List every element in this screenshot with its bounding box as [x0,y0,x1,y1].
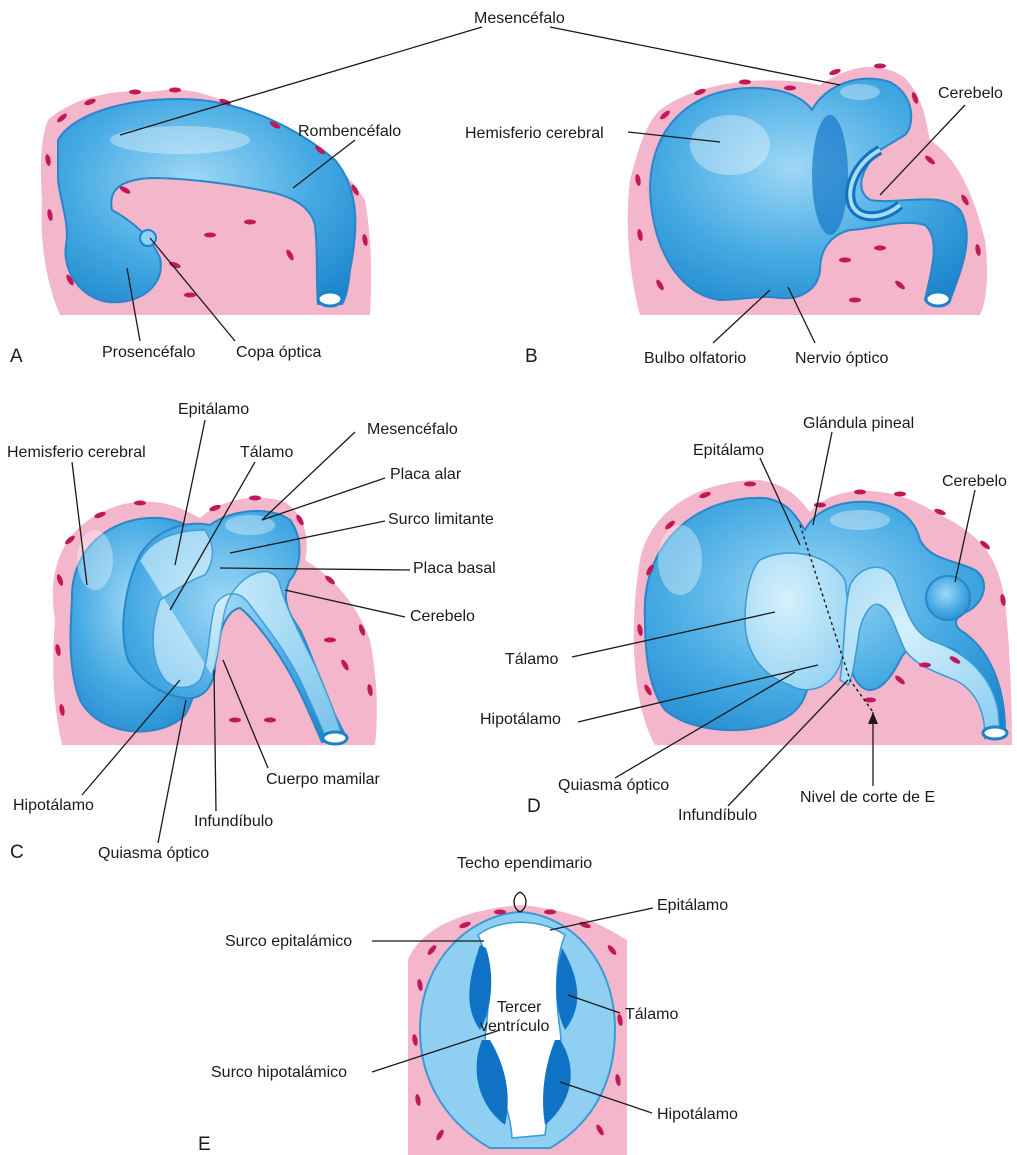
label-a-rombencefalo: Rombencéfalo [298,123,401,140]
label-b-bulbo: Bulbo olfatorio [644,350,746,367]
label-b-nervio: Nervio óptico [795,350,888,367]
label-c-quiasma: Quiasma óptico [98,845,209,862]
label-a-copa-optica: Copa óptica [236,344,321,361]
panel-letter-b: B [525,346,538,367]
label-b-cerebelo: Cerebelo [938,85,1003,102]
panel-letter-c: C [10,842,24,863]
panel-d-drawing [634,480,1012,745]
label-c-infundibulo: Infundíbulo [194,813,273,830]
label-c-mesencefalo: Mesencéfalo [367,421,458,438]
label-d-epitalamo: Epitálamo [693,442,764,459]
panel-b-drawing [628,64,987,316]
panel-letter-a: A [10,346,23,367]
label-d-infundibulo: Infundíbulo [678,807,757,824]
panel-a-drawing [41,88,371,316]
label-c-hemisferio: Hemisferio cerebral [7,444,146,461]
label-d-nivel-corte: Nivel de corte de E [800,789,935,806]
label-b-hemisferio: Hemisferio cerebral [465,125,604,142]
label-d-hipotalamo: Hipotálamo [480,711,561,728]
label-e-surco-hipotalamico: Surco hipotalámico [211,1064,347,1081]
label-c-cerebelo: Cerebelo [410,608,475,625]
label-c-placa-alar: Placa alar [390,466,462,483]
label-a-prosencefalo: Prosencéfalo [102,344,195,361]
label-e-epitalamo: Epitálamo [657,897,728,914]
label-c-cuerpo-mamilar: Cuerpo mamilar [266,771,380,788]
label-e-surco-epitalamico: Surco epitalámico [225,933,352,950]
label-c-epitalamo: Epitálamo [178,401,249,418]
panel-letter-e: E [198,1134,211,1155]
label-d-talamo: Tálamo [505,651,558,668]
label-c-hipotalamo: Hipotálamo [13,797,94,814]
label-e-hipotalamo: Hipotálamo [657,1106,738,1123]
label-e-talamo: Tálamo [625,1006,678,1023]
label-c-talamo: Tálamo [240,444,293,461]
label-c-surco-limitante: Surco limitante [388,511,494,528]
label-mesencefalo-top: Mesencéfalo [474,10,565,27]
panel-letter-d: D [527,796,541,817]
label-e-tercer: Tercer [497,999,542,1016]
label-c-placa-basal: Placa basal [413,560,496,577]
label-d-quiasma: Quiasma óptico [558,777,669,794]
label-d-glandula-pineal: Glándula pineal [803,415,914,432]
label-d-cerebelo: Cerebelo [942,473,1007,490]
label-e-techo: Techo ependimario [457,855,592,872]
label-e-ventriculo: ventrículo [480,1018,549,1035]
